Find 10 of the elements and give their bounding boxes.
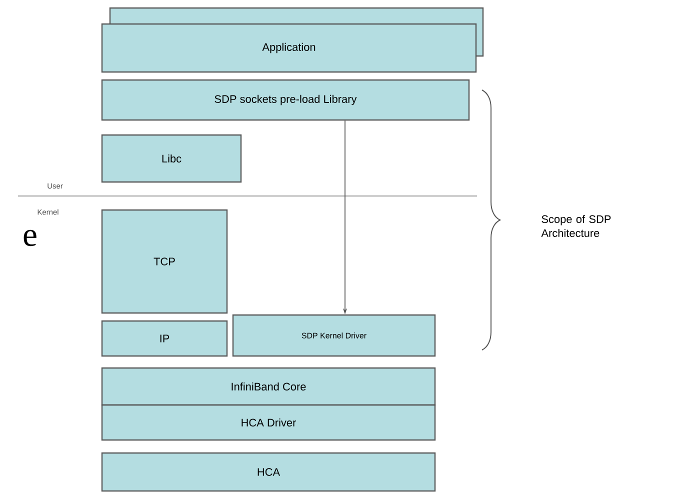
text-fragment: e	[24, 230, 36, 246]
brace-label: Scope of SDP Architecture	[541, 215, 611, 237]
layer-box: SDP sockets pre-load Library	[101, 79, 470, 121]
layer-box: TCP	[101, 209, 228, 314]
layer-box: InfiniBand Core	[101, 367, 436, 406]
stacked-layer-box: Application	[101, 7, 484, 73]
layer-box: IP	[101, 320, 228, 357]
layer-box: HCA Driver	[101, 404, 436, 441]
layer-box: HCA	[101, 452, 436, 492]
layer-box: Libc	[101, 134, 242, 183]
